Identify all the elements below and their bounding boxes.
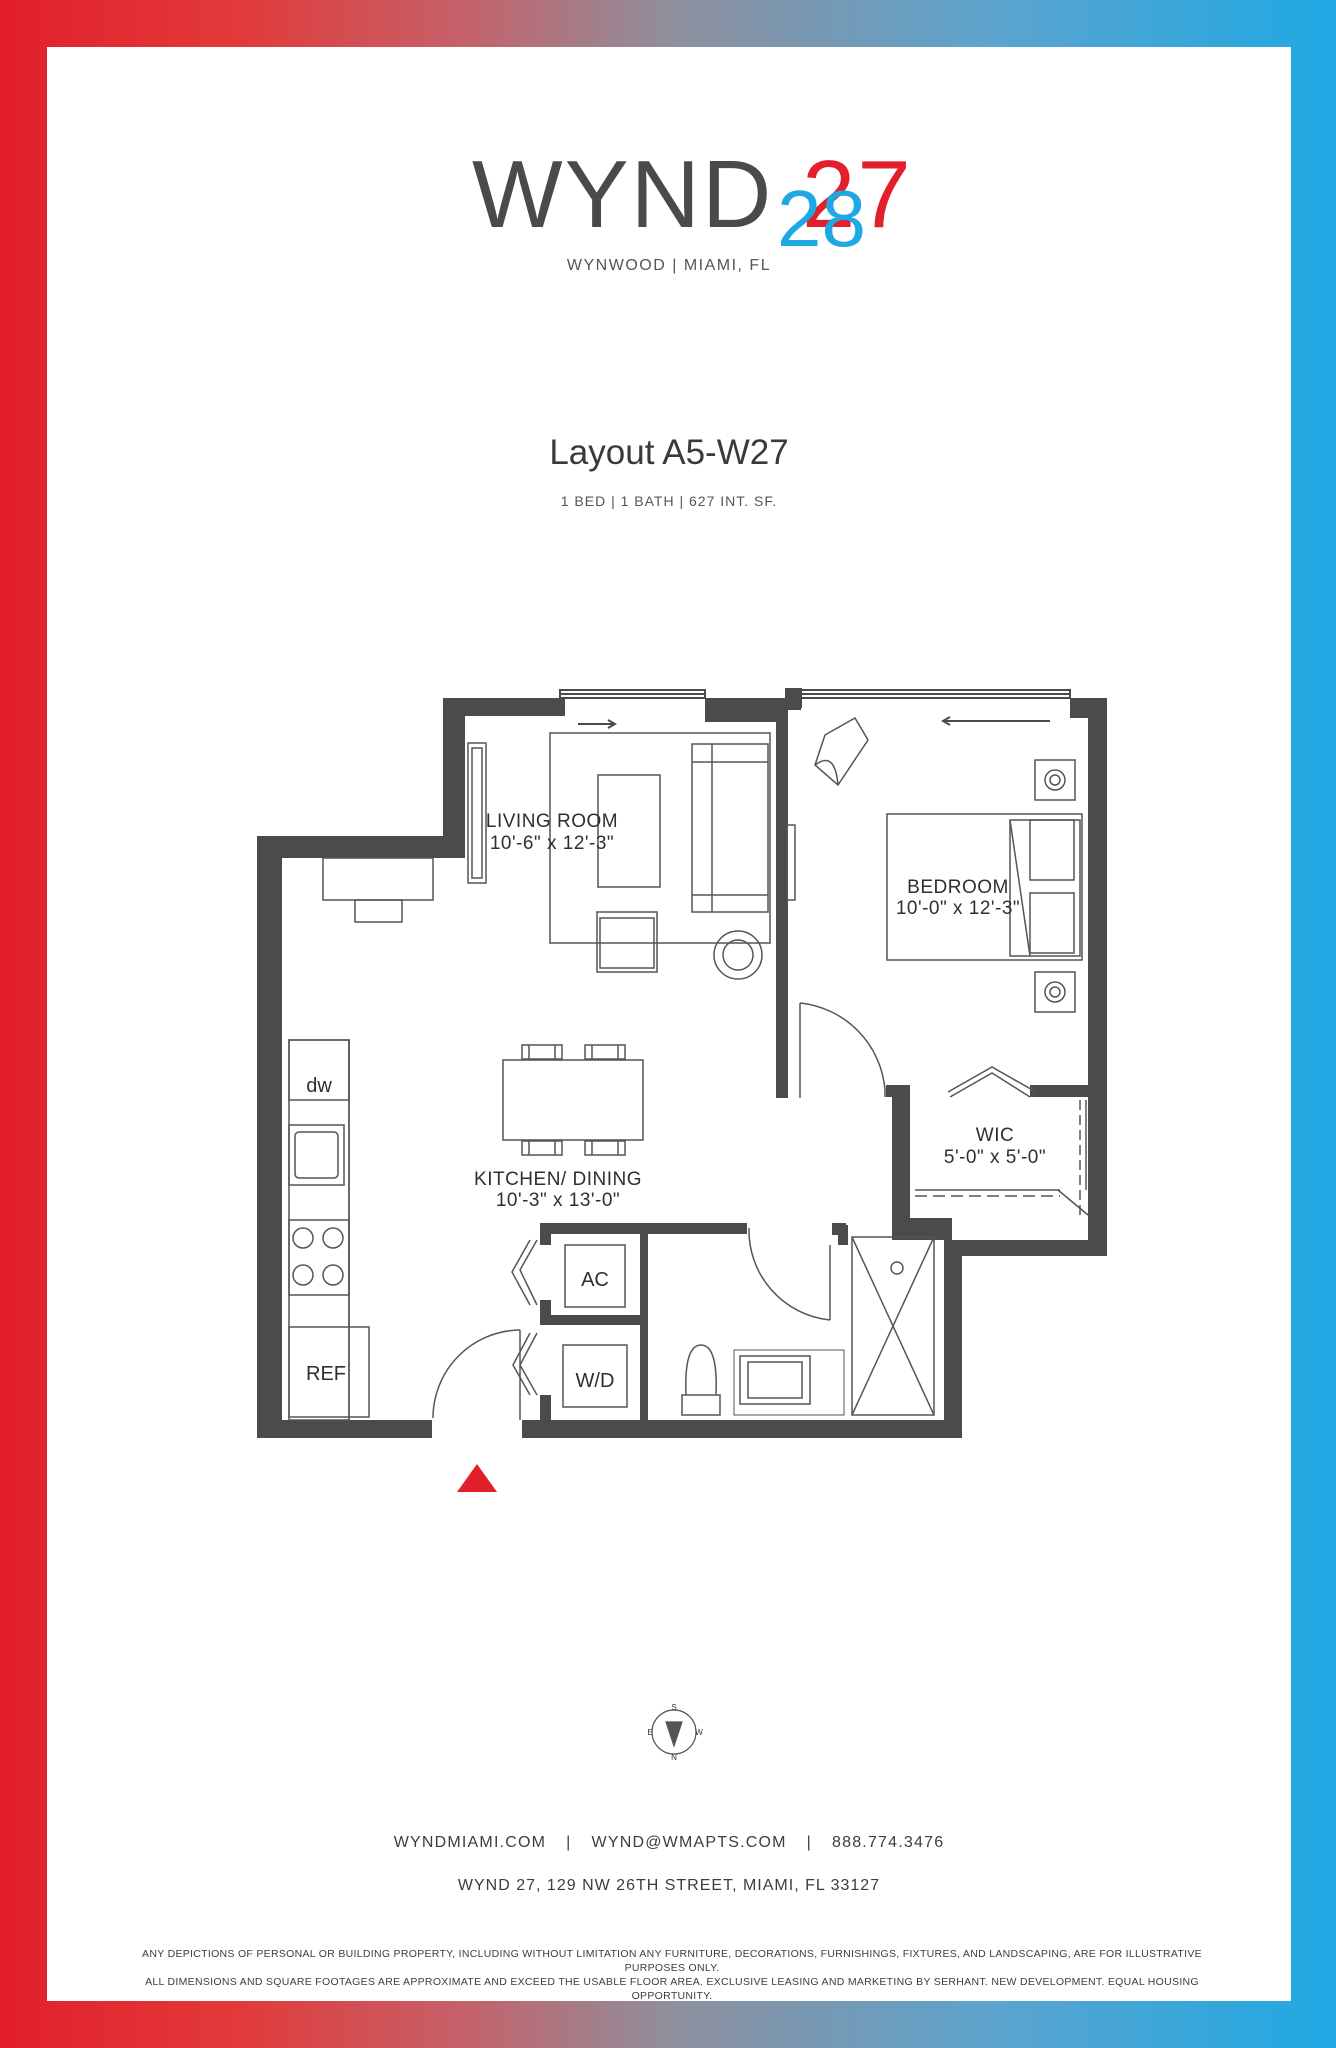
address: WYND 27, 129 NW 26TH STREET, MIAMI, FL 3… <box>457 1877 881 1894</box>
disclaimer-line-1: ANY DEPICTIONS OF PERSONAL OR BUILDING P… <box>142 1948 1202 1974</box>
living-room-dims: 10'-6" x 12'-3" <box>490 833 614 854</box>
logo-number-28: 28 <box>777 174 866 263</box>
wic-dims: 5'-0" x 5'-0" <box>944 1147 1046 1168</box>
disclaimer-line-2: ALL DIMENSIONS AND SQUARE FOOTAGES ARE A… <box>145 1976 1199 2002</box>
tagline: WYNWOOD | MIAMI, FL <box>566 257 772 274</box>
washer-dryer-label: W/D <box>576 1370 615 1392</box>
compass-e: E <box>647 1728 652 1737</box>
compass-w: W <box>695 1728 703 1737</box>
logo-word: WYND <box>472 141 774 248</box>
bedroom-label: BEDROOM <box>907 877 1009 898</box>
contact-line: WYNDMIAMI.COM | WYND@WMAPTS.COM | 888.774.34… <box>47 1834 1291 1852</box>
phone-link[interactable]: 888.774.3476 <box>832 1834 945 1851</box>
dishwasher-label: dw <box>306 1075 332 1097</box>
disclaimer: ANY DEPICTIONS OF PERSONAL OR BUILDING P… <box>117 1947 1227 2003</box>
kitchen-dining-dims: 10'-3" x 13'-0" <box>496 1190 620 1211</box>
layout-title: Layout A5-W27 <box>549 433 789 472</box>
website-link[interactable]: WYNDMIAMI.COM <box>393 1834 547 1851</box>
logo-text: WYND 27 <box>472 147 913 243</box>
logo-number-27: 27 <box>801 141 913 248</box>
living-room-label: LIVING ROOM <box>486 811 618 832</box>
compass-n: N <box>671 1753 677 1762</box>
separator: | <box>566 1834 572 1851</box>
entry-arrow-icon <box>457 1464 497 1492</box>
layout-subtitle: 1 BED | 1 BATH | 627 INT. SF. <box>560 493 778 509</box>
compass-icon <box>651 1709 697 1755</box>
separator: | <box>806 1834 813 1851</box>
refrigerator-label: REF <box>306 1363 346 1385</box>
bedroom-dims: 10'-0" x 12'-3" <box>896 898 1020 919</box>
wic-label: WIC <box>976 1125 1014 1146</box>
ac-label: AC <box>581 1269 609 1291</box>
floor-plan: LIVING ROOM 10'-6" x 12'-3" BEDROOM 10'-… <box>257 688 1107 1762</box>
compass-s: S <box>671 1703 676 1712</box>
brochure-sheet: WYND 27 28 WYNWOOD | MIAMI, FL Layout A5… <box>47 47 1291 2003</box>
logo: WYND 27 28 <box>47 147 1291 287</box>
email-link[interactable]: WYND@WMAPTS.COM <box>591 1834 787 1851</box>
kitchen-dining-label: KITCHEN/ DINING <box>474 1169 642 1190</box>
